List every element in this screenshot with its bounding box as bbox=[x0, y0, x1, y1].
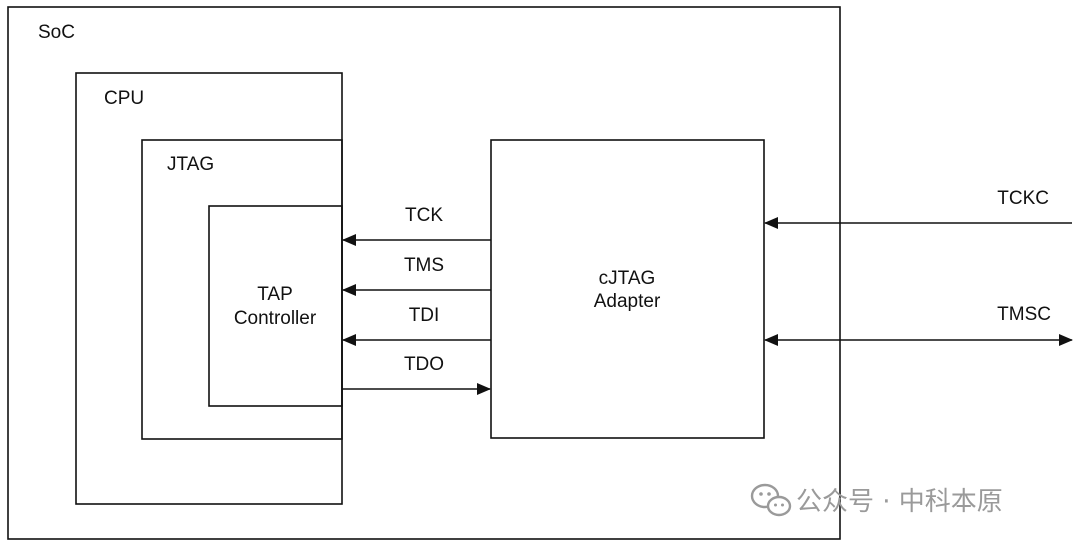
tms-label: TMS bbox=[404, 255, 444, 276]
tap-controller-block bbox=[208, 205, 343, 407]
tap-label-line2: Controller bbox=[234, 308, 317, 329]
tmsc-label: TMSC bbox=[997, 304, 1051, 325]
tck-label: TCK bbox=[405, 205, 443, 226]
cjtag-adapter-block bbox=[490, 139, 765, 439]
jtag-label: JTAG bbox=[167, 154, 214, 175]
wechat-icon bbox=[750, 483, 792, 517]
tap-label-line1: TAP bbox=[257, 284, 293, 305]
soc-label: SoC bbox=[38, 22, 75, 43]
tdo-label: TDO bbox=[404, 354, 444, 375]
adapter-label-line2: Adapter bbox=[594, 291, 661, 312]
jtag-block bbox=[141, 139, 343, 440]
tdi-label: TDI bbox=[409, 305, 440, 326]
soc-block bbox=[7, 6, 841, 540]
watermark-text: 公众号 · 中科本原 bbox=[796, 487, 1003, 517]
tckc-label: TCKC bbox=[997, 188, 1049, 209]
adapter-label-line1: cJTAG bbox=[599, 268, 656, 289]
cpu-label: CPU bbox=[104, 88, 144, 109]
